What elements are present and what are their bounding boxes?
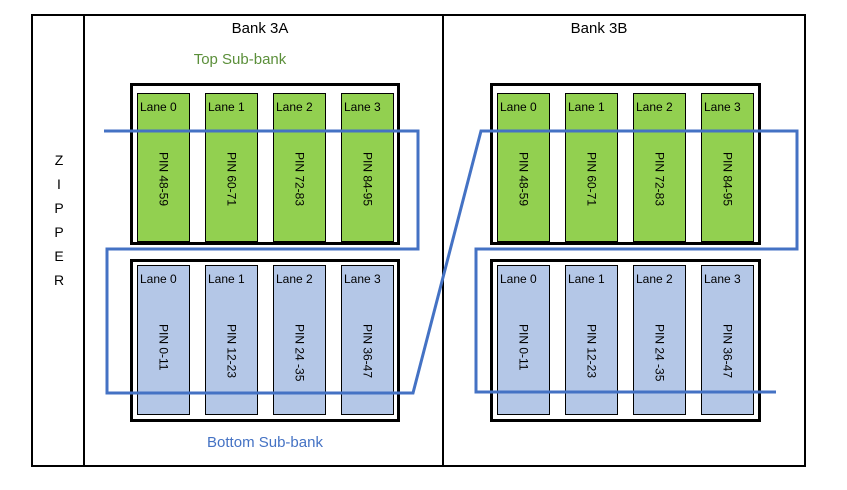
zipper-letter: Z	[54, 152, 64, 168]
pin-range-label: PIN 60-71	[584, 152, 599, 207]
zipper-divider	[83, 14, 85, 467]
pin-range-label: PIN 36-47	[720, 324, 735, 379]
lane: Lane 3 PIN 84-95	[341, 93, 394, 242]
bank-3b-title: Bank 3B	[570, 20, 628, 37]
pin-range-label: PIN 48-59	[516, 152, 531, 207]
lane: Lane 1 PIN 60-71	[205, 93, 258, 242]
zipper-letter: I	[57, 176, 61, 192]
lane: Lane 0 PIN 0-11	[137, 265, 190, 415]
lane: Lane 0 PIN 48-59	[137, 93, 190, 242]
lane-label: Lane 1	[568, 272, 605, 286]
pin-range-label: PIN 36-47	[360, 324, 375, 379]
pin-range-label: PIN 84-95	[720, 152, 735, 207]
lane-label: Lane 2	[276, 100, 313, 114]
lane: Lane 0 PIN 48-59	[497, 93, 550, 242]
pin-range-label: PIN 12-23	[224, 324, 239, 379]
lane: Lane 1 PIN 12-23	[565, 265, 618, 415]
zipper-letter: E	[54, 248, 64, 264]
pin-range-label: PIN 72-83	[652, 152, 667, 207]
pin-range-label: PIN 12-23	[584, 324, 599, 379]
bank-divider	[442, 14, 444, 467]
lane-label: Lane 3	[344, 100, 381, 114]
bank-3a-title: Bank 3A	[231, 20, 289, 37]
bank-3b-bottom-subbank: Lane 0 PIN 0-11 Lane 1 PIN 12-23 Lane 2 …	[490, 259, 761, 422]
lane-label: Lane 2	[276, 272, 313, 286]
lane-label: Lane 0	[500, 272, 537, 286]
lane-label: Lane 0	[140, 272, 177, 286]
pin-range-label: PIN 60-71	[224, 152, 239, 207]
pin-range-label: PIN 24 -35	[292, 324, 307, 382]
lane-label: Lane 0	[140, 100, 177, 114]
lane-label: Lane 1	[568, 100, 605, 114]
outer-frame	[31, 14, 806, 467]
pin-range-label: PIN 0-11	[516, 324, 531, 371]
zipper-letter: R	[53, 272, 65, 288]
lane: Lane 2 PIN 72-83	[273, 93, 326, 242]
pin-range-label: PIN 72-83	[292, 152, 307, 207]
pin-range-label: PIN 48-59	[156, 152, 171, 207]
lane: Lane 2 PIN 24 -35	[633, 265, 686, 415]
lane-label: Lane 3	[704, 100, 741, 114]
lane: Lane 1 PIN 60-71	[565, 93, 618, 242]
lane-label: Lane 1	[208, 272, 245, 286]
zipper-letter: P	[54, 200, 64, 216]
lane-label: Lane 3	[704, 272, 741, 286]
lane-label: Lane 2	[636, 272, 673, 286]
bottom-subbank-label: Bottom Sub-bank	[207, 434, 323, 451]
bank-3a-top-subbank: Lane 0 PIN 48-59 Lane 1 PIN 60-71 Lane 2…	[130, 83, 400, 245]
lane: Lane 0 PIN 0-11	[497, 265, 550, 415]
lane: Lane 3 PIN 36-47	[701, 265, 754, 415]
lane-label: Lane 3	[344, 272, 381, 286]
lane: Lane 3 PIN 36-47	[341, 265, 394, 415]
lane: Lane 3 PIN 84-95	[701, 93, 754, 242]
pin-range-label: PIN 84-95	[360, 152, 375, 207]
lane: Lane 2 PIN 72-83	[633, 93, 686, 242]
lane: Lane 2 PIN 24 -35	[273, 265, 326, 415]
pin-range-label: PIN 0-11	[156, 324, 171, 371]
lane-label: Lane 2	[636, 100, 673, 114]
top-subbank-label: Top Sub-bank	[193, 51, 287, 68]
lane-label: Lane 1	[208, 100, 245, 114]
lane-label: Lane 0	[500, 100, 537, 114]
pin-range-label: PIN 24 -35	[652, 324, 667, 382]
zipper-letter: P	[54, 224, 64, 240]
bank-3b-top-subbank: Lane 0 PIN 48-59 Lane 1 PIN 60-71 Lane 2…	[490, 83, 761, 245]
zipper-label: Z I P P E R	[45, 148, 73, 292]
lane: Lane 1 PIN 12-23	[205, 265, 258, 415]
bank-3a-bottom-subbank: Lane 0 PIN 0-11 Lane 1 PIN 12-23 Lane 2 …	[130, 259, 400, 422]
